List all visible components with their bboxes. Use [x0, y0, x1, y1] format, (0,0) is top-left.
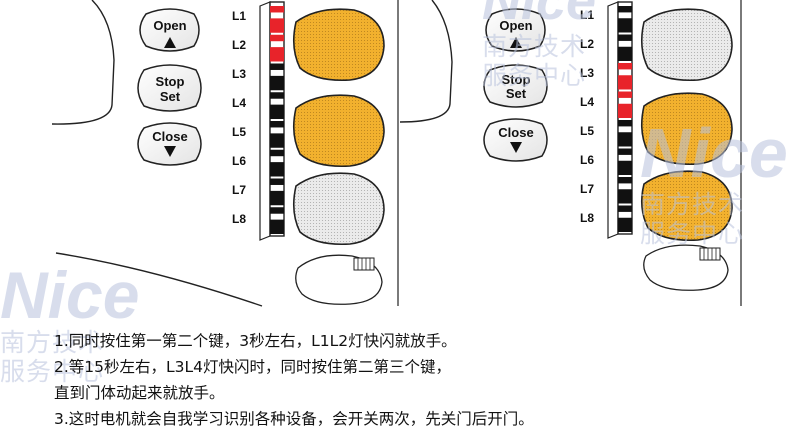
set-label: Set	[506, 86, 527, 101]
led-l6	[270, 162, 284, 177]
led-strip-segments	[618, 6, 632, 232]
led-label-l7: L7	[232, 183, 246, 197]
led-l7-stripe	[270, 178, 284, 185]
key-2-highlighted[interactable]	[292, 94, 385, 168]
control-panel-illustration: Open Stop Set Close L1 L2 L3 L4 L5 L6 L7…	[51, 0, 742, 307]
open-button[interactable]: Open	[139, 8, 200, 52]
arrow-down-icon	[510, 142, 522, 153]
led-strip	[607, 1, 633, 239]
open-button[interactable]: Open	[485, 8, 546, 52]
led-l4-lit	[618, 103, 632, 118]
led-l5-stripe	[270, 121, 284, 128]
led-label-l6: L6	[232, 154, 246, 168]
key-1[interactable]	[640, 8, 733, 82]
close-button-label: Close	[498, 125, 533, 140]
led-label-l3: L3	[232, 67, 246, 81]
led-l5	[618, 132, 632, 147]
led-label-l8: L8	[580, 211, 594, 225]
close-button[interactable]: Close	[137, 122, 202, 166]
instruction-text: 1.同时按住第一第二个键，3秒左右，L1L2灯快闪就放手。 2.等15秒左右，L…	[54, 328, 794, 432]
led-l8	[618, 217, 632, 232]
arrow-up-icon	[510, 37, 522, 48]
led-l1-stripe	[270, 6, 284, 13]
left-panel: Open Stop Set Close L1 L2 L3 L4 L5 L6 L7…	[51, 0, 385, 307]
led-l8	[270, 219, 284, 234]
open-button-label: Open	[499, 18, 532, 33]
led-l7	[270, 190, 284, 206]
led-labels: L1 L2 L3 L4 L5 L6 L7 L8	[580, 8, 594, 225]
led-label-l7: L7	[580, 182, 594, 196]
close-button[interactable]: Close	[483, 118, 548, 162]
open-button-label: Open	[153, 18, 186, 33]
connector-icon	[643, 244, 729, 291]
led-l8-stripe	[618, 205, 632, 212]
arrow-down-icon	[164, 146, 176, 157]
led-label-l4: L4	[580, 95, 594, 109]
led-l3-stripe	[270, 63, 284, 70]
led-l4-stripe	[618, 91, 632, 98]
led-label-l1: L1	[232, 9, 246, 23]
instruction-line-1: 1.同时按住第一第二个键，3秒左右，L1L2灯快闪就放手。	[54, 332, 457, 350]
led-l6-stripe	[618, 148, 632, 155]
stop-label: Stop	[156, 74, 185, 89]
led-l3-lit	[618, 75, 632, 90]
led-l7-stripe	[618, 177, 632, 184]
led-l2-lit	[270, 47, 284, 62]
led-strip	[259, 1, 285, 241]
led-l1-stripe	[618, 6, 632, 13]
led-l2-stripe	[618, 34, 632, 41]
led-label-l6: L6	[580, 153, 594, 167]
close-button-label: Close	[152, 129, 187, 144]
led-label-l2: L2	[232, 38, 246, 52]
set-label: Set	[160, 89, 181, 104]
connector-icon	[295, 254, 383, 305]
led-label-l4: L4	[232, 96, 246, 110]
housing-outline	[51, 0, 115, 125]
key-3-highlighted[interactable]	[640, 170, 733, 242]
led-label-l5: L5	[232, 125, 246, 139]
led-label-l2: L2	[580, 37, 594, 51]
key-3[interactable]	[292, 172, 385, 246]
led-label-l8: L8	[232, 212, 246, 226]
right-panel: Open Stop Set Close L1 L2 L3 L4 L5 L6 L7…	[399, 0, 733, 291]
led-l4-stripe	[270, 92, 284, 99]
stop-set-button[interactable]: Stop Set	[137, 64, 202, 112]
arrow-up-icon	[164, 37, 176, 48]
instruction-line-3: 直到门体动起来就放手。	[54, 384, 225, 402]
stop-set-button[interactable]: Stop Set	[483, 64, 548, 108]
led-l1-lit	[270, 18, 284, 33]
led-label-l1: L1	[580, 8, 594, 22]
led-l7	[618, 189, 632, 204]
stop-label: Stop	[502, 72, 531, 87]
led-l5-stripe	[618, 120, 632, 127]
led-strip-segments	[270, 6, 284, 234]
led-l6	[618, 160, 632, 175]
led-l3-stripe	[618, 63, 632, 70]
led-l2-stripe	[270, 34, 284, 42]
led-l8-stripe	[270, 207, 284, 214]
instruction-line-4: 3.这时电机就会自我学习识别各种设备，会开关两次，先关门后开门。	[54, 410, 534, 428]
led-l4	[270, 104, 284, 119]
led-labels: L1 L2 L3 L4 L5 L6 L7 L8	[232, 9, 246, 226]
housing-outline-bottom	[55, 252, 263, 307]
led-l3	[270, 75, 284, 91]
led-label-l3: L3	[580, 66, 594, 80]
key-2-highlighted[interactable]	[640, 92, 733, 166]
key-1-highlighted[interactable]	[292, 8, 385, 82]
instruction-line-2: 2.等15秒左右，L3L4灯快闪时，同时按住第二第三个键，	[54, 358, 452, 376]
housing-outline	[399, 0, 453, 123]
led-l1	[618, 18, 632, 33]
led-l6-stripe	[270, 149, 284, 157]
led-label-l5: L5	[580, 124, 594, 138]
led-l2	[618, 46, 632, 61]
led-l5	[270, 133, 284, 148]
